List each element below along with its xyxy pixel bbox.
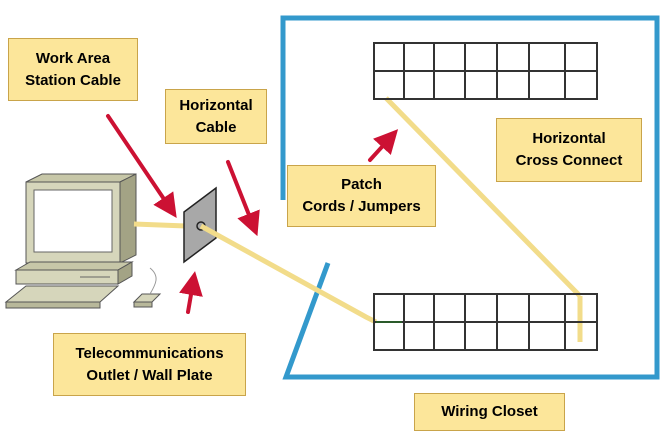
patch-cord-line	[384, 96, 582, 298]
horizontal-cable-line	[199, 223, 378, 325]
label-line: Work Area	[35, 49, 111, 67]
label-telecommunications-outlet: Telecommunications Outlet / Wall Plate	[53, 333, 246, 396]
wiring-closet-walls	[280, 15, 660, 380]
upper-patch-panel	[373, 42, 598, 100]
label-line: Cable	[195, 118, 237, 136]
label-patch-cords-jumpers: Patch Cords / Jumpers	[287, 165, 436, 227]
label-horizontal-cable: Horizontal Cable	[165, 89, 267, 144]
label-line: Cords / Jumpers	[302, 198, 421, 215]
label-line: Outlet / Wall Plate	[86, 366, 213, 384]
red-arrow-icon	[226, 160, 260, 237]
red-arrow-icon	[179, 271, 203, 314]
red-arrow-icon	[368, 129, 399, 162]
label-line: Horizontal	[179, 96, 253, 114]
wall-plate-icon	[183, 186, 217, 264]
label-line: Patch	[341, 176, 382, 193]
label-line: Horizontal	[532, 130, 606, 147]
label-horizontal-cross-connect: Horizontal Cross Connect	[496, 118, 642, 182]
red-arrow-icon	[106, 114, 177, 218]
station-cable	[133, 221, 187, 229]
label-line: Wiring Closet	[441, 403, 538, 420]
label-work-area-station-cable: Work Area Station Cable	[8, 38, 138, 101]
label-wiring-closet: Wiring Closet	[414, 393, 565, 431]
label-line: Telecommunications	[75, 344, 224, 362]
label-line: Station Cable	[25, 71, 121, 89]
computer-icon	[4, 173, 162, 309]
lower-patch-panel	[373, 293, 598, 351]
label-line: Cross Connect	[515, 152, 623, 169]
